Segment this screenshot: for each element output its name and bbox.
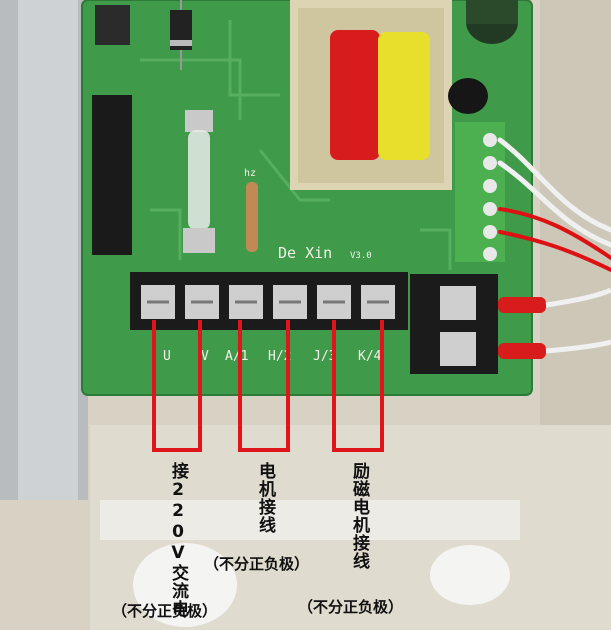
terminal-screw: [317, 285, 351, 319]
relay-block: [92, 95, 132, 255]
hz-silk-label: hz: [244, 168, 256, 179]
annotation-brackets: [152, 320, 384, 452]
terminal-label-k4: K/4: [358, 349, 382, 364]
signal-wires: [497, 137, 611, 272]
capacitor-left: [95, 5, 130, 45]
mounting-hole-left: [133, 543, 237, 627]
capacitor-black: [448, 78, 488, 114]
fuse-glass: [188, 130, 210, 230]
terminal-screw: [361, 285, 395, 319]
fuse-holder-bottom: [183, 228, 215, 253]
green-connector-screws: [483, 133, 497, 261]
terminal-screw: [273, 285, 307, 319]
fuse-holder-top: [185, 110, 213, 132]
board-version: V3.0: [350, 251, 372, 261]
terminal-screw: [229, 285, 263, 319]
terminal-label-a1: A/1: [225, 349, 248, 364]
board-brand: De Xin: [278, 244, 332, 262]
terminal-label-j3: J/3: [313, 349, 336, 364]
transformer-red-winding: [330, 30, 380, 160]
red-crimp-top: [498, 297, 546, 313]
terminal-screw: [141, 285, 175, 319]
note-excitation-wiring: （不分正负极）: [298, 598, 404, 616]
label-excitation-wiring: 励磁电机接线: [349, 462, 369, 570]
terminal-label-h2: H/2: [268, 349, 291, 364]
resistor-body: [246, 182, 258, 252]
terminal-screw: [185, 285, 219, 319]
power-wire-bottom: [545, 339, 611, 354]
bracket-motor: [238, 320, 290, 452]
label-motor-wiring: 电机接线: [255, 462, 275, 534]
aluminum-rail-face: [18, 0, 78, 500]
pcb-traces: [140, 20, 452, 270]
bracket-power-input: [152, 320, 202, 452]
power-wire-top: [545, 287, 611, 308]
red-crimp-bottom: [498, 343, 546, 359]
diode-band: [170, 40, 192, 46]
floor-slot: [100, 500, 520, 540]
terminal-label-v: V: [201, 349, 209, 364]
power-screw-top: [440, 286, 476, 320]
label-power-input: 接220V交流电: [168, 462, 188, 618]
terminal-label-u: U: [163, 349, 171, 364]
power-screw-bottom: [440, 332, 476, 366]
mounting-hole-right: [430, 545, 510, 605]
terminal-labels: U V A/1 H/2 J/3 K/4: [163, 349, 382, 364]
note-power-input: （不分正负极）: [112, 602, 218, 620]
bracket-excitation: [332, 320, 384, 452]
green-connector: [455, 122, 505, 262]
note-motor-wiring: （不分正负极）: [204, 555, 310, 573]
pcb-edge: [81, 0, 533, 396]
transformer-yellow-winding: [378, 32, 430, 160]
terminal-screws: [141, 285, 395, 319]
capacitor-top-right-body: [466, 0, 518, 24]
